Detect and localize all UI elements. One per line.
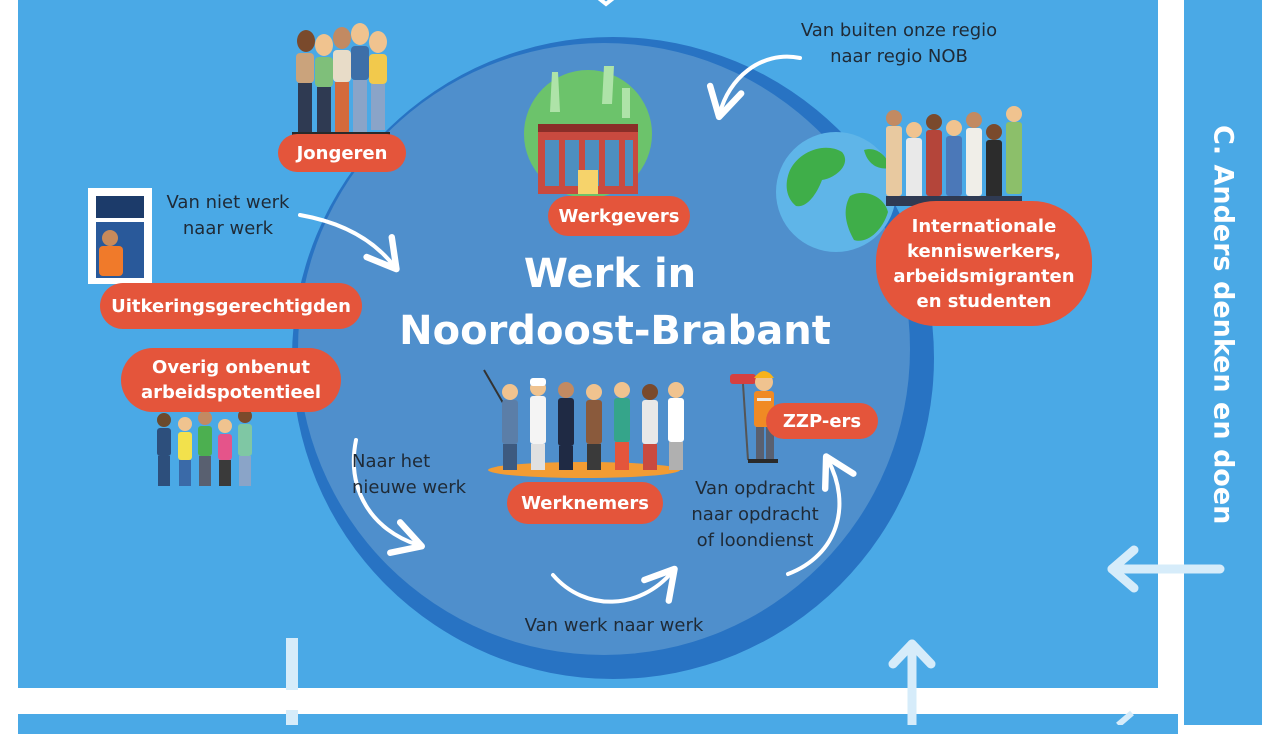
globe-icon [776, 132, 896, 252]
pill-jongeren-label: Jongeren [296, 142, 388, 164]
pill-overig: Overig onbenut arbeidspotentieel [121, 348, 341, 412]
note-niet-werk-line-2: naar werk [182, 218, 274, 239]
top-arrow-icon [597, 0, 615, 7]
pill-internationale-line-1: Internationale [911, 215, 1057, 237]
pill-internationale-line-3: arbeidsmigranten [893, 265, 1075, 287]
workers-group-icon [483, 369, 684, 478]
arrow-opdracht-icon [786, 453, 857, 576]
note-niet-werk: Van niet werk naar werk [150, 190, 306, 242]
painter-worker-icon [730, 371, 778, 463]
note-werk-naar-werk: Van werk naar werk [524, 615, 704, 636]
side-label-text: C. Anders denken en doen [1207, 125, 1239, 525]
note-niet-werk-line-1: Van niet werk [166, 192, 290, 213]
pill-werknemers: Werknemers [507, 482, 663, 524]
pill-werkgevers-label: Werkgevers [558, 205, 680, 227]
arrow-nieuwe-werk-icon [351, 438, 426, 556]
pill-overig-line-1: Overig onbenut [152, 357, 310, 378]
side-label: C. Anders denken en doen [1196, 120, 1250, 530]
arrow-werk-naar-werk-icon [551, 565, 678, 604]
note-nieuwe-werk-line-1: Naar het [352, 451, 431, 472]
queue-people-icon [157, 409, 252, 486]
pill-zzp: ZZP-ers [766, 403, 878, 439]
arrow-niet-werk-icon [298, 213, 400, 273]
pill-jongeren: Jongeren [278, 134, 406, 172]
pill-internationale-line-2: kenniswerkers, [906, 240, 1062, 262]
note-opdracht-line-3: of loondienst [696, 530, 814, 551]
pill-uitkeringsgerechtigden: Uitkeringsgerechtigden [100, 283, 362, 329]
title-line-2: Noordoost-Brabant [399, 308, 831, 354]
note-opdracht-line-2: naar opdracht [691, 504, 819, 525]
note-buiten: Van buiten onze regio naar regio NOB [776, 18, 1022, 70]
pill-uitkeringsgerechtigden-label: Uitkeringsgerechtigden [111, 295, 351, 317]
side-panel [1184, 0, 1262, 725]
pill-werkgevers: Werkgevers [548, 196, 690, 236]
pill-werknemers-label: Werknemers [521, 492, 649, 514]
side-left-arrow-icon [1107, 545, 1225, 593]
pill-internationale: Internationale kenniswerkers, arbeidsmig… [876, 201, 1092, 326]
office-building-icon [524, 66, 652, 198]
person-window-icon [88, 188, 152, 284]
pill-zzp-label: ZZP-ers [782, 410, 862, 432]
bottom-up-arrow-icon [888, 639, 936, 725]
bottom-left-bar-icon [286, 638, 298, 690]
title-line-1: Werk in [523, 251, 697, 297]
note-opdracht: Van opdracht naar opdracht of loondienst [684, 476, 826, 554]
note-opdracht-line-1: Van opdracht [695, 478, 815, 499]
arrow-buiten-icon [706, 54, 802, 121]
note-nieuwe-werk: Naar het nieuwe werk [352, 449, 484, 501]
note-buiten-line-1: Van buiten onze regio [800, 20, 998, 41]
youth-group-icon [292, 23, 390, 136]
pill-overig-line-2: arbeidspotentieel [140, 382, 322, 403]
pill-internationale-line-4: en studenten [916, 290, 1052, 312]
international-crowd-icon [886, 106, 1022, 206]
note-buiten-line-2: naar regio NOB [830, 46, 968, 67]
note-nieuwe-werk-line-2: nieuwe werk [352, 477, 467, 498]
